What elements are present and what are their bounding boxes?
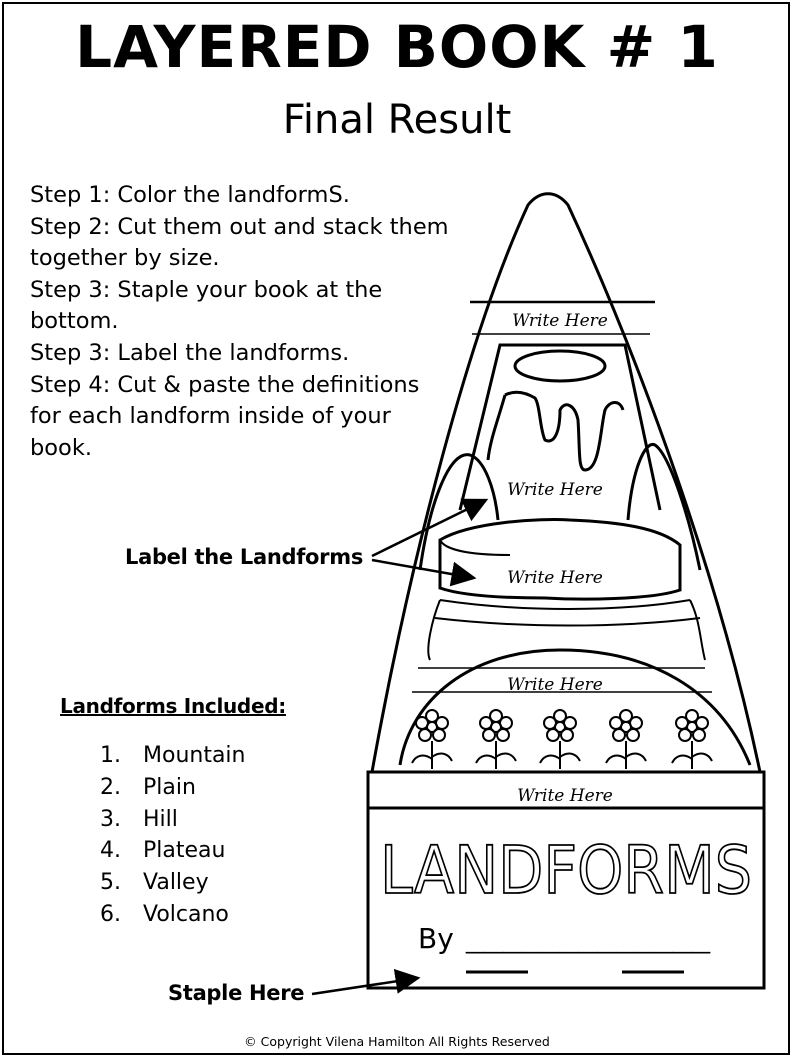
volcano-crater [513,349,607,383]
hill-layer [418,453,500,571]
instruction-line: Step 1: Color the landformS. [30,182,350,208]
mountain-layer [370,192,762,773]
plateau-layer [438,518,682,601]
plain-layer [398,648,752,766]
arrow-icon [371,498,489,558]
list-item: 1.Mountain [100,743,246,768]
list-item: 6.Volcano [100,901,229,927]
by-label: By [418,922,454,955]
instructions: Step 1: Color the landformS. Step 2: Cut… [30,180,470,464]
landforms-list: 1.Mountain 2.Plain 3.Hill 4.Plateau 5.Va… [100,740,246,931]
page-subtitle: Final Result [282,97,512,143]
instruction-line: together by size. [30,245,220,272]
staple-here-callout: Staple Here [168,981,305,1005]
write-here-label: Write Here [507,568,603,588]
arrow-icon [371,558,477,587]
write-here-label: Write Here [517,786,613,806]
arrow-icon [311,968,421,996]
author-line: _____________ [464,926,711,954]
instruction-line: for each landform inside of your [30,403,391,430]
page-title: LAYERED BOOK # 1 [75,13,719,81]
label-landforms-callout: Label the Landforms [125,545,364,569]
flowers [411,709,713,769]
write-here-label: Write Here [512,311,608,331]
cover-title: LANDFORMS [380,832,752,909]
instruction-line: Step 4: Cut & paste the definitions [30,371,420,398]
list-item: 2.Plain [100,774,196,800]
instruction-line: book. [30,434,92,461]
instruction-line: Step 2: Cut them out and stack them [30,213,449,240]
volcano-layer [458,343,662,511]
list-item: 5.Valley [100,870,209,896]
book-cover [366,806,766,990]
write-here-label: Write Here [507,675,603,695]
instruction-line: Step 3: Staple your book at the [30,276,383,303]
instruction-line: Step 3: Label the landforms. [30,339,350,366]
write-here-label: Write Here [507,480,603,500]
valley-layer [366,770,766,810]
list-item: 3.Hill [100,806,178,832]
instruction-line: bottom. [30,308,119,335]
landforms-heading: Landforms Included: [60,694,286,718]
list-item: 4.Plateau [100,838,226,864]
copyright-footer: © Copyright Vilena Hamilton All Rights R… [244,1034,550,1049]
